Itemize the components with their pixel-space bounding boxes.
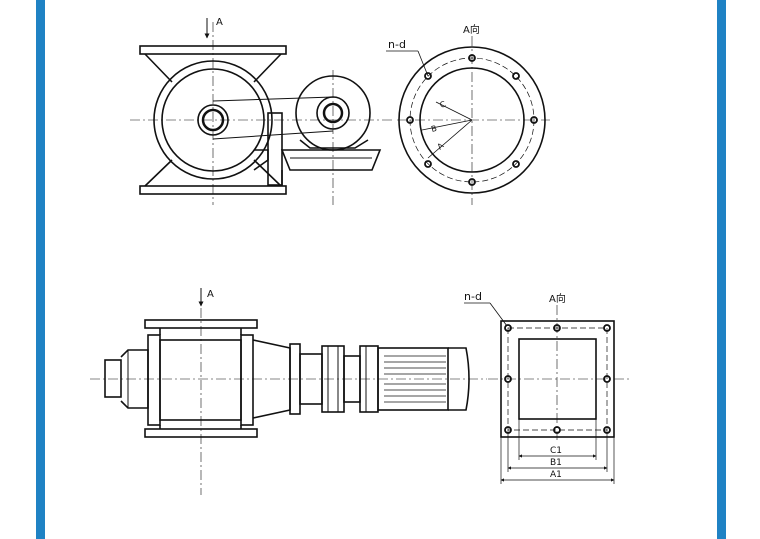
left-housing-flange	[147, 334, 161, 426]
belt-bottom	[212, 130, 334, 140]
square-bolt-holes	[504, 324, 611, 434]
housing-inner	[161, 68, 265, 172]
motor-feet	[299, 139, 369, 149]
bolt-holes	[406, 54, 538, 186]
motor-fan-cover	[448, 347, 470, 411]
bottom-flange-title: A向	[549, 292, 566, 305]
bolt-hole	[530, 116, 538, 124]
bottom-flange	[139, 185, 287, 195]
dim-line-c	[435, 101, 473, 121]
top-dim-c: C	[439, 99, 448, 110]
bottom-view-arrow-label: A	[207, 289, 214, 300]
top-flange-view	[386, 36, 550, 205]
inlet-flange	[144, 319, 258, 329]
bottom-flange-view	[464, 302, 630, 484]
dim-line-a	[427, 119, 473, 159]
motor-shaft	[322, 102, 344, 124]
top-flange-title: A向	[463, 23, 480, 36]
housing-body	[159, 339, 242, 421]
bolt-hole	[468, 54, 476, 62]
nd-leader	[417, 50, 429, 77]
dim-line-b	[421, 119, 473, 131]
dim-b1: B1	[550, 458, 562, 468]
bolt-hole	[553, 324, 561, 332]
right-frame-bar	[717, 0, 726, 539]
bolt-hole	[468, 178, 476, 186]
bolt-hole	[512, 72, 520, 80]
square-opening	[518, 338, 597, 420]
dim-c1: C1	[550, 446, 562, 456]
top-view-arrow-label: A	[216, 17, 223, 28]
bottom-side-view	[90, 288, 487, 495]
bearing-bracket	[267, 112, 283, 186]
bolt-circle	[409, 57, 535, 183]
outlet-left-edge	[144, 159, 173, 187]
bottom-nd-label: n-d	[464, 290, 482, 303]
motor-fins	[384, 355, 446, 403]
bolt-hole	[553, 426, 561, 434]
bolt-hole	[603, 324, 611, 332]
right-housing-flange	[240, 334, 254, 426]
top-dim-a: A	[436, 141, 446, 152]
motor-hub	[316, 96, 350, 130]
bolt-hole	[504, 375, 512, 383]
bracket-rib	[253, 149, 269, 171]
hopper-right-edge	[253, 53, 282, 83]
top-side-view	[130, 18, 395, 205]
left-end-cap	[104, 359, 122, 398]
square-bolt-line	[507, 327, 608, 431]
housing-outer	[153, 60, 273, 180]
dim-a1: A1	[550, 470, 562, 480]
flange-outer-circle	[398, 46, 546, 194]
square-flange-outer	[500, 320, 615, 438]
belt-top	[212, 96, 334, 102]
square-nd-leader	[489, 302, 508, 327]
outlet-flange	[144, 428, 258, 438]
top-flange	[139, 45, 287, 55]
motor-base	[280, 149, 382, 171]
bolt-hole	[424, 160, 432, 168]
bolt-hole	[504, 324, 512, 332]
hopper-left-edge	[144, 53, 173, 83]
motor-body	[377, 347, 449, 411]
shaft-hub	[197, 104, 229, 136]
left-frame-bar	[36, 0, 45, 539]
bolt-hole	[512, 160, 520, 168]
bolt-hole	[424, 72, 432, 80]
top-nd-label: n-d	[388, 38, 406, 51]
bolt-hole	[603, 375, 611, 383]
bolt-hole	[406, 116, 414, 124]
top-dim-b: B	[430, 124, 438, 134]
square-dimensions	[500, 419, 615, 484]
flange-bore	[419, 67, 525, 173]
shaft	[201, 108, 225, 132]
